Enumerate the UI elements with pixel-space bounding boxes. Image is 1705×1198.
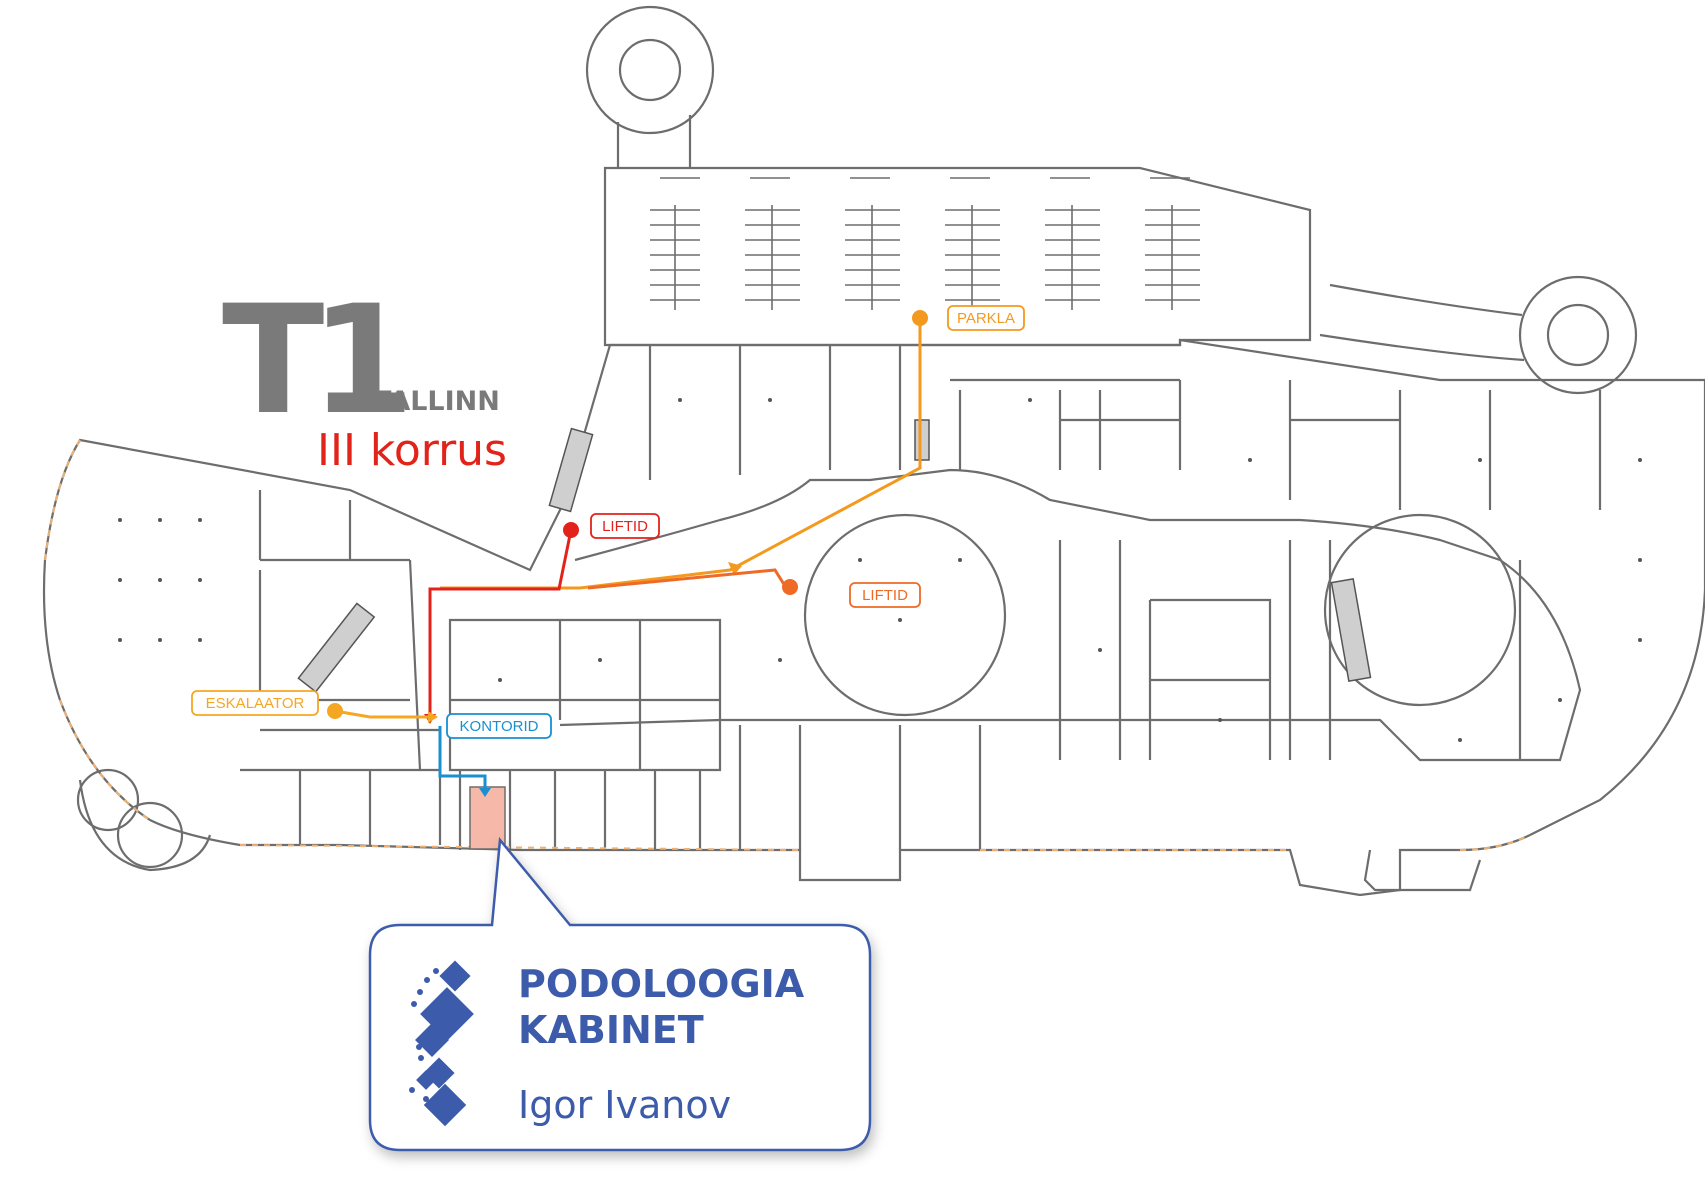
label-liftid-center-text: LIFTID: [862, 587, 908, 604]
label-parkla-text: PARKLA: [957, 310, 1015, 327]
perimeter-trim: [44, 439, 1531, 851]
logo-t1-text: T1: [222, 274, 405, 448]
callout-person-name: Igor Ivanov: [518, 1083, 731, 1127]
label-eskalaator-text: ESKALAATOR: [206, 695, 305, 712]
route-eskalaator: [327, 703, 438, 723]
floor-plan: [42, 5, 1705, 897]
escalators: [297, 419, 1372, 693]
label-eskalaator: ESKALAATOR: [191, 690, 319, 716]
floor-title: III korrus: [317, 425, 507, 476]
route-kontorid: [438, 726, 491, 797]
label-liftid-center: LIFTID: [849, 582, 921, 608]
route-parkla: [440, 310, 928, 590]
label-liftid-north-text: LIFTID: [602, 518, 648, 535]
liftid-center-marker: [782, 579, 798, 595]
label-kontorid: KONTORID: [446, 713, 552, 739]
label-kontorid-text: KONTORID: [460, 718, 539, 735]
callout-title-line1: PODOLOOGIA: [518, 962, 805, 1006]
eskalaator-marker: [327, 703, 343, 719]
label-parkla: PARKLA: [947, 305, 1025, 331]
t1-logo: T1 TALLINN: [222, 274, 500, 448]
callout-title-line2: KABINET: [518, 1008, 704, 1052]
route-liftid-north: [424, 522, 579, 724]
column-dots: [118, 398, 1642, 742]
parking-bays: [650, 177, 1200, 310]
podoloogia-logo-icon: [409, 960, 474, 1127]
destination-callout[interactable]: PODOLOOGIA KABINET Igor Ivanov: [368, 836, 872, 1152]
label-liftid-north: LIFTID: [590, 513, 660, 539]
city-name: TALLINN: [373, 386, 500, 417]
liftid-north-marker: [563, 522, 579, 538]
parkla-marker: [912, 310, 928, 326]
route-liftid-center: [587, 568, 798, 595]
